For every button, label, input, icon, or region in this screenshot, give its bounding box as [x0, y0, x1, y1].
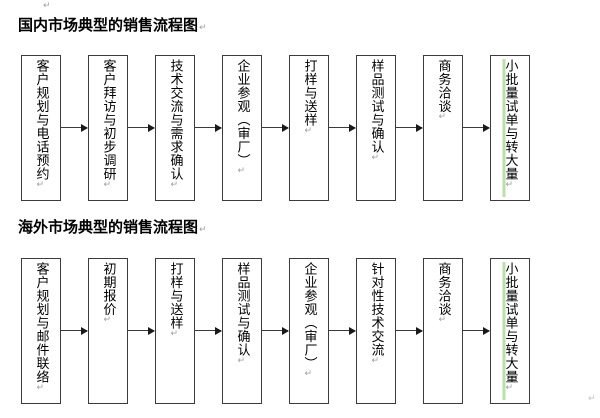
paragraph-mark-icon: ↵ — [170, 328, 179, 339]
process-node-label: 客户拜访与初步调研↵ — [100, 59, 116, 190]
flow-arrow — [329, 326, 356, 335]
process-node[interactable]: 客户规划与邮件联络↵ — [21, 258, 61, 404]
flow-arrow — [61, 123, 88, 132]
process-node[interactable]: 打样与送样↵ — [155, 258, 195, 404]
process-node-label: 样品测试与确认↵ — [234, 262, 250, 366]
process-node[interactable]: 客户规划与电话预约↵ — [21, 55, 61, 201]
flow-arrow — [128, 123, 155, 132]
process-node[interactable]: 样品测试与确认↵ — [222, 258, 262, 404]
process-node[interactable]: 企业参观（审厂）↵ — [289, 258, 329, 404]
process-node-label: 企业参观（审厂）↵ — [234, 59, 250, 176]
paragraph-mark-icon: ↵ — [237, 355, 246, 366]
paragraph-mark-icon: ↵ — [237, 166, 246, 176]
paragraph-mark-icon: ↵ — [505, 382, 514, 393]
paragraph-mark-icon: ↵ — [438, 112, 447, 122]
process-node[interactable]: 客户拜访与初步调研↵ — [88, 55, 128, 201]
process-node-label: 打样与送样↵ — [167, 262, 183, 339]
process-node-label: 商务洽谈↵ — [435, 262, 451, 325]
section-heading-domestic-text: 国内市场典型的销售流程图 — [18, 16, 199, 34]
paragraph-mark-icon: ↵ — [505, 179, 514, 190]
flow-arrow — [195, 326, 222, 335]
paragraph-mark-icon: ↵ — [371, 152, 380, 163]
paragraph-mark-icon: ↵ — [103, 179, 112, 190]
section-heading-domestic: 国内市场典型的销售流程图↵ — [18, 14, 207, 35]
flow-arrow — [262, 123, 289, 132]
process-node[interactable]: 打样与送样↵ — [289, 55, 329, 201]
flow-arrow — [195, 123, 222, 132]
process-node[interactable]: 企业参观（审厂）↵ — [222, 55, 262, 201]
paragraph-mark-icon: ↵ — [103, 315, 112, 325]
flow-arrow — [262, 326, 289, 335]
process-node-label: 样品测试与确认↵ — [368, 59, 384, 163]
process-node-highlighted[interactable]: 小批量试单与转大量↵ — [490, 258, 530, 404]
process-node-label: 商务洽谈↵ — [435, 59, 451, 122]
process-node-label: 客户规划与电话预约↵ — [33, 59, 49, 190]
flow-arrow — [128, 326, 155, 335]
section-heading-overseas: 海外市场典型的销售流程图↵ — [18, 216, 207, 237]
flow-arrow — [396, 326, 423, 335]
paragraph-mark-icon: ↵ — [304, 125, 313, 136]
process-node-label: 针对性技术交流↵ — [368, 262, 384, 366]
process-node[interactable]: 样品测试与确认↵ — [356, 55, 396, 201]
paragraph-mark-icon: ↵ — [43, 1, 51, 11]
process-node-highlighted[interactable]: 小批量试单与转大量↵ — [490, 55, 530, 201]
process-node[interactable]: 商务洽谈↵ — [423, 258, 463, 404]
process-node-label: 打样与送样↵ — [301, 59, 317, 136]
paragraph-mark-icon: ↵ — [304, 369, 313, 379]
paragraph-mark-icon: ↵ — [170, 179, 179, 190]
flow-arrow — [329, 123, 356, 132]
process-node-label: 企业参观（审厂）↵ — [301, 262, 317, 379]
process-node-label: 技术交流与需求确认↵ — [167, 59, 183, 190]
flowchart-domestic: 客户规划与电话预约↵ 客户拜访与初步调研↵ 技术交流与需求确认↵ 企业参观（审厂… — [0, 55, 600, 201]
flowchart-overseas: 客户规划与邮件联络↵ 初期报价↵ 打样与送样↵ 样品测试与确认↵ 企业参观（审厂… — [0, 258, 600, 404]
process-node[interactable]: 技术交流与需求确认↵ — [155, 55, 195, 201]
flow-arrow — [61, 326, 88, 335]
process-node[interactable]: 针对性技术交流↵ — [356, 258, 396, 404]
flow-arrow — [463, 326, 490, 335]
paragraph-mark-icon: ↵ — [199, 23, 207, 33]
paragraph-mark-icon: ↵ — [438, 315, 447, 325]
paragraph-mark-icon: ↵ — [199, 225, 207, 235]
paragraph-mark-icon: ↵ — [371, 355, 380, 366]
section-heading-overseas-text: 海外市场典型的销售流程图 — [18, 218, 199, 236]
flow-arrow — [396, 123, 423, 132]
paragraph-mark-icon: ↵ — [36, 179, 45, 190]
process-node-label: 客户规划与邮件联络↵ — [33, 262, 49, 393]
process-node-label: 小批量试单与转大量↵ — [502, 262, 518, 400]
process-node-label: 初期报价↵ — [100, 262, 116, 325]
paragraph-mark-icon: ↵ — [588, 394, 596, 404]
process-node[interactable]: 初期报价↵ — [88, 258, 128, 404]
paragraph-mark-icon: ↵ — [36, 382, 45, 393]
flow-arrow — [463, 123, 490, 132]
process-node-label: 小批量试单与转大量↵ — [502, 59, 518, 197]
process-node[interactable]: 商务洽谈↵ — [423, 55, 463, 201]
